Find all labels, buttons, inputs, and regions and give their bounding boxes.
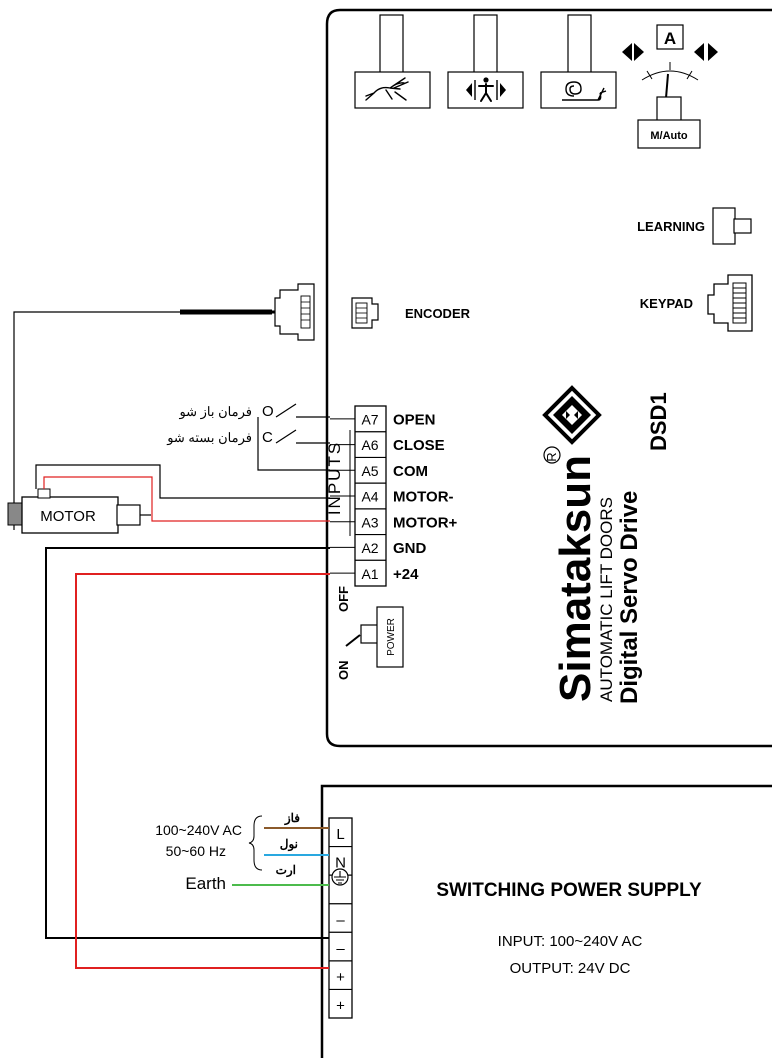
- registered-mark: R: [544, 452, 559, 461]
- keypad-label: KEYPAD: [640, 296, 693, 311]
- ac-frequency-label: 50~60 Hz: [166, 843, 226, 859]
- motor-label: MOTOR: [40, 508, 96, 525]
- terminal-name-a5: COM: [393, 463, 428, 480]
- open-switch-letter: O: [262, 403, 274, 420]
- terminal-name-a6: CLOSE: [393, 437, 445, 454]
- terminal-name-a1: +24: [393, 566, 419, 583]
- neutral-label: نول: [280, 837, 298, 852]
- open-direction-icon: [622, 43, 644, 61]
- simataksun-logo-icon: [542, 385, 602, 445]
- registered-circle: [543, 446, 561, 464]
- ac-voltage-label: 100~240V AC: [155, 822, 242, 838]
- earth-icon: [331, 868, 349, 886]
- terminal-name-a2: GND: [393, 540, 427, 557]
- close-command-label: فرمان بسته شو: [166, 430, 252, 446]
- close-switch[interactable]: فرمان بسته شو C: [166, 429, 330, 446]
- encoder-port[interactable]: ENCODER: [351, 297, 471, 329]
- learning-label: LEARNING: [637, 219, 705, 234]
- brand-tagline: AUTOMATIC LIFT DOORS: [597, 497, 616, 702]
- product-name: Digital Servo Drive: [616, 491, 643, 704]
- psu-terminal-label: N: [335, 855, 346, 872]
- negative-dc-wire: [45, 547, 330, 939]
- terminal-pin-a6: A6: [361, 437, 378, 453]
- close-switch-letter: C: [262, 429, 273, 446]
- terminal-pin-a7: A7: [361, 412, 378, 428]
- psu-output: OUTPUT: 24V DC: [510, 960, 631, 977]
- keypad-port[interactable]: KEYPAD: [640, 274, 753, 332]
- auto-mode-dial[interactable]: A M/Auto: [622, 24, 718, 149]
- terminal-pin-a2: A2: [361, 540, 378, 556]
- brand-name: Simataksun: [551, 455, 600, 702]
- open-command-label: فرمان باز شو: [178, 404, 252, 420]
- terminal-pin-a5: A5: [361, 463, 378, 479]
- terminal-name-a3: MOTOR+: [393, 514, 458, 531]
- psu-input: INPUT: 100~240V AC: [498, 933, 643, 950]
- earth-fa-label: ارت: [276, 863, 296, 878]
- psu-terminal-label: –: [336, 912, 345, 929]
- encoder-label: ENCODER: [405, 306, 471, 321]
- terminal-name-a4: MOTOR-: [393, 489, 454, 506]
- terminal-name-a7: OPEN: [393, 412, 436, 429]
- door-person-button[interactable]: [447, 14, 524, 109]
- power-switch-label: POWER: [386, 618, 397, 656]
- power-switch[interactable]: OFF ON POWER: [336, 586, 404, 681]
- terminal-pin-a4: A4: [361, 489, 378, 505]
- terminal-pin-a3: A3: [361, 514, 378, 530]
- earth-label: Earth: [185, 874, 226, 893]
- model-name: DSD1: [646, 392, 671, 451]
- inputs-label: INPUTS: [325, 441, 344, 515]
- psu-terminal-label: +: [336, 969, 345, 986]
- power-supply-enclosure: [320, 784, 772, 1058]
- close-direction-icon: [694, 43, 718, 61]
- psu-terminal-label: –: [336, 940, 345, 957]
- psu-title: SWITCHING POWER SUPPLY: [436, 880, 702, 901]
- psu-terminal-label: +: [336, 998, 345, 1015]
- terminal-block: A7 OPEN A6 CLOSE A5 COM A4 MOTOR- A3 MOTOR+ A2 GND A…: [330, 405, 458, 587]
- learning-button[interactable]: LEARNING: [637, 207, 752, 245]
- motor-wires: [35, 464, 330, 522]
- positive-dc-wire: [75, 573, 330, 969]
- power-off-label: OFF: [336, 586, 351, 612]
- ac-brace: [248, 815, 263, 871]
- mode-switch-label: M/Auto: [650, 130, 688, 142]
- drive-enclosure: [325, 8, 772, 748]
- snail-button[interactable]: [540, 14, 617, 109]
- switch-common-wiring: [257, 417, 330, 471]
- open-switch[interactable]: فرمان باز شو O: [178, 403, 330, 420]
- keypad-pins: [732, 282, 747, 324]
- terminal-pin-a1: A1: [361, 566, 378, 582]
- person-door-icon: [466, 77, 506, 102]
- motor: MOTOR: [7, 488, 151, 534]
- rabbit-icon: [365, 77, 409, 101]
- psu-terminal-label: L: [336, 826, 344, 843]
- phase-label: فاز: [284, 811, 300, 826]
- encoder-plug: [274, 283, 315, 341]
- power-on-label: ON: [336, 661, 351, 681]
- snail-icon: [562, 81, 607, 101]
- brand-block: Simataksun R AUTOMATIC LIFT DOORS Digita…: [542, 385, 671, 704]
- psu-terminal-block: LN – – + +: [328, 817, 353, 1019]
- rabbit-button[interactable]: [354, 14, 431, 109]
- mode-letter: A: [664, 29, 676, 48]
